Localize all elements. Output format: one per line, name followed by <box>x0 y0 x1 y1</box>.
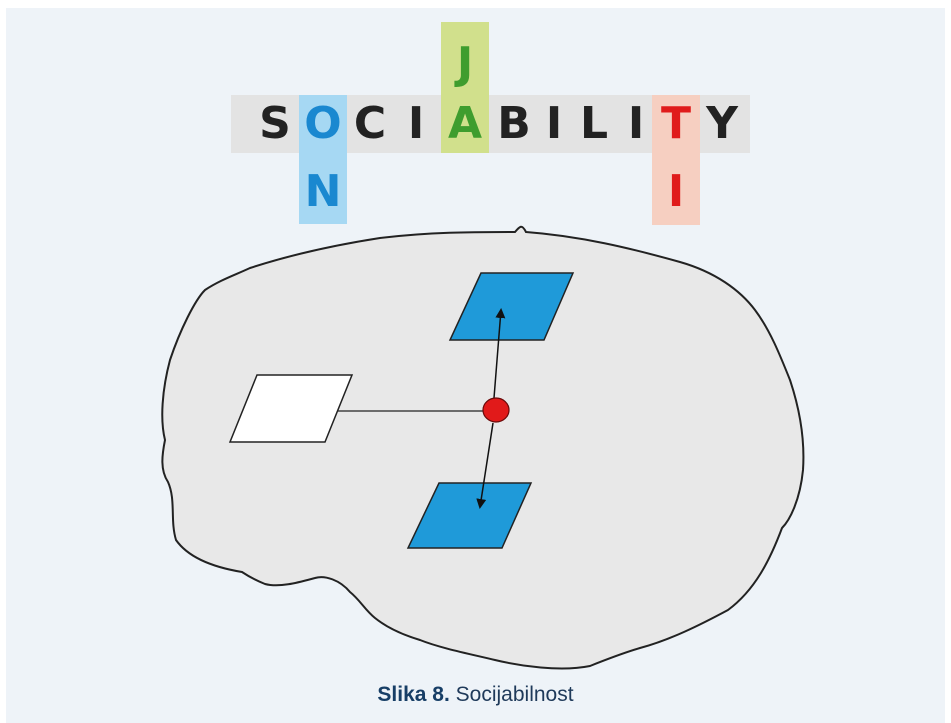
brain-outline <box>161 225 805 670</box>
red-node <box>482 397 510 423</box>
letter-j-branch: J <box>456 38 474 89</box>
letter-t: T <box>660 98 691 149</box>
figure-caption: Slika 8. Socijabilnost <box>0 683 951 707</box>
caption-text: Socijabilnost <box>455 683 574 706</box>
blue-column-highlight <box>299 95 347 224</box>
letter-n-branch: N <box>304 166 342 217</box>
caption-label: Slika 8. <box>377 683 450 706</box>
brain-diagram <box>161 225 805 670</box>
green-column-highlight <box>441 22 489 153</box>
letter-i-2: I <box>545 98 563 149</box>
pink-column-highlight <box>652 95 700 225</box>
letter-c: C <box>353 98 387 149</box>
letter-b: B <box>497 98 531 149</box>
letter-y: Y <box>706 98 738 149</box>
letter-l: L <box>579 98 609 149</box>
letter-i-3: I <box>627 98 645 149</box>
white-region <box>228 374 354 443</box>
blue-region-top <box>448 272 575 341</box>
blue-region-bottom <box>406 482 533 549</box>
letter-i-1: I <box>407 98 425 149</box>
letter-o: O <box>304 98 342 149</box>
letter-a: A <box>447 98 483 149</box>
letter-s: S <box>259 98 291 149</box>
letter-i-branch: I <box>667 166 685 217</box>
arrow-up <box>493 308 506 399</box>
arrow-down <box>476 422 494 509</box>
